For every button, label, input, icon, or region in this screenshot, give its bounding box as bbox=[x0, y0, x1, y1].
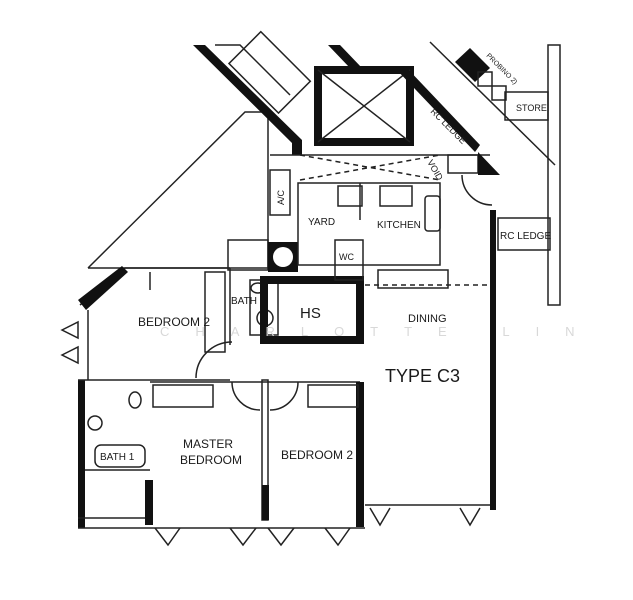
watermark: CHARLOTTE LIN bbox=[160, 324, 601, 339]
label-bath: BATH bbox=[231, 296, 257, 307]
lift-core bbox=[314, 66, 414, 146]
label-yard: YARD bbox=[308, 217, 335, 228]
label-rc-ledge-right: RC LEDGE bbox=[500, 231, 551, 242]
label-master-2: BEDROOM bbox=[180, 453, 242, 467]
top-diagonal-wall bbox=[193, 45, 302, 155]
bedroom2-corner-wall bbox=[78, 266, 128, 310]
label-wc: WC bbox=[339, 252, 354, 262]
void-triangle bbox=[87, 111, 269, 269]
label-store: STORE bbox=[516, 103, 547, 113]
label-void: VOID bbox=[425, 158, 445, 182]
label-recess: PROBINO 2) bbox=[485, 52, 519, 86]
label-bath-1: BATH 1 bbox=[100, 452, 135, 463]
walls bbox=[60, 30, 561, 547]
label-dining: DINING bbox=[408, 313, 447, 325]
label-ac: A/C bbox=[276, 189, 286, 205]
label-hs: HS bbox=[300, 305, 321, 322]
label-bedroom-2-right: BEDROOM 2 bbox=[281, 448, 353, 462]
hs-room bbox=[260, 276, 364, 344]
label-bedroom-2-left: BEDROOM 2 bbox=[138, 315, 210, 329]
right-wall bbox=[490, 210, 496, 510]
label-master-1: MASTER bbox=[183, 437, 233, 451]
outer-left-wall bbox=[78, 380, 85, 528]
type-label: TYPE C3 bbox=[385, 366, 460, 386]
label-kitchen: KITCHEN bbox=[377, 220, 421, 231]
